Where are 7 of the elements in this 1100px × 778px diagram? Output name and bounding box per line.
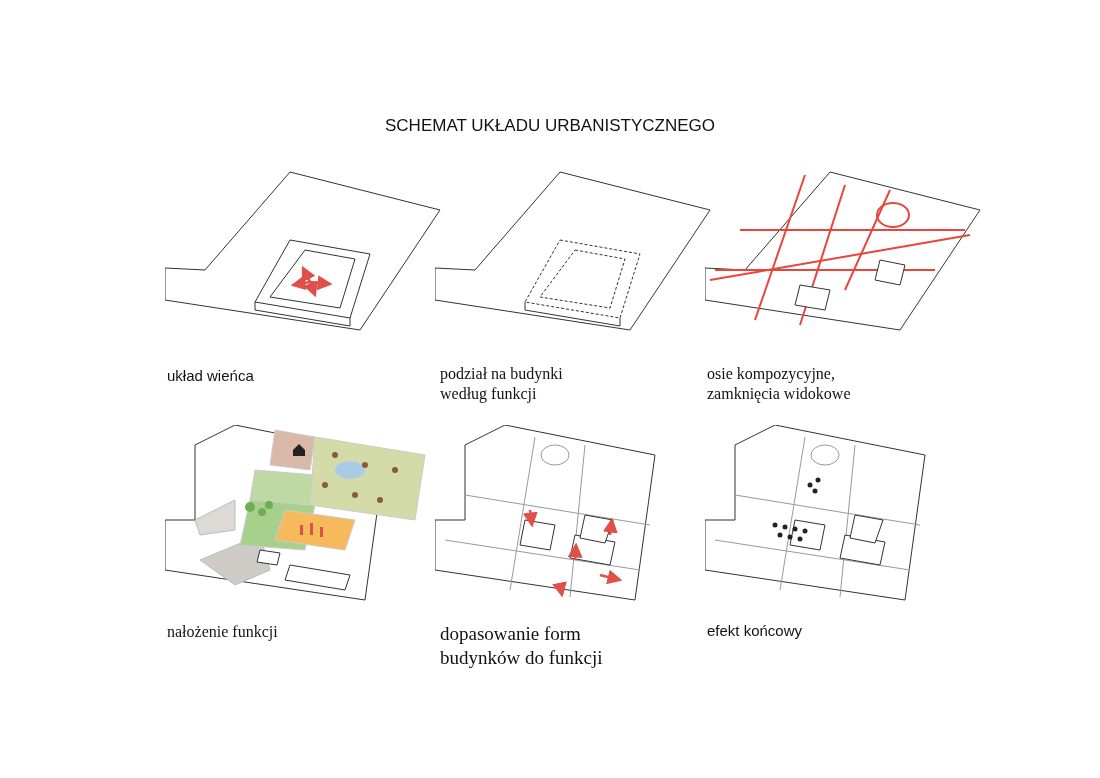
caption: nałożenie funkcji (167, 622, 279, 642)
caption: osie kompozycyjne, zamknięcia widokowe (707, 364, 852, 404)
caption: podział na budynki według funkcji (440, 364, 564, 404)
caption: układ wieńca (167, 367, 255, 384)
caption: dopasowanie form budynków do funkcji (440, 622, 604, 670)
diagram-title: SCHEMAT UKŁADU URBANISTYCZNEGO (384, 116, 716, 136)
caption: efekt końcowy (707, 622, 804, 639)
